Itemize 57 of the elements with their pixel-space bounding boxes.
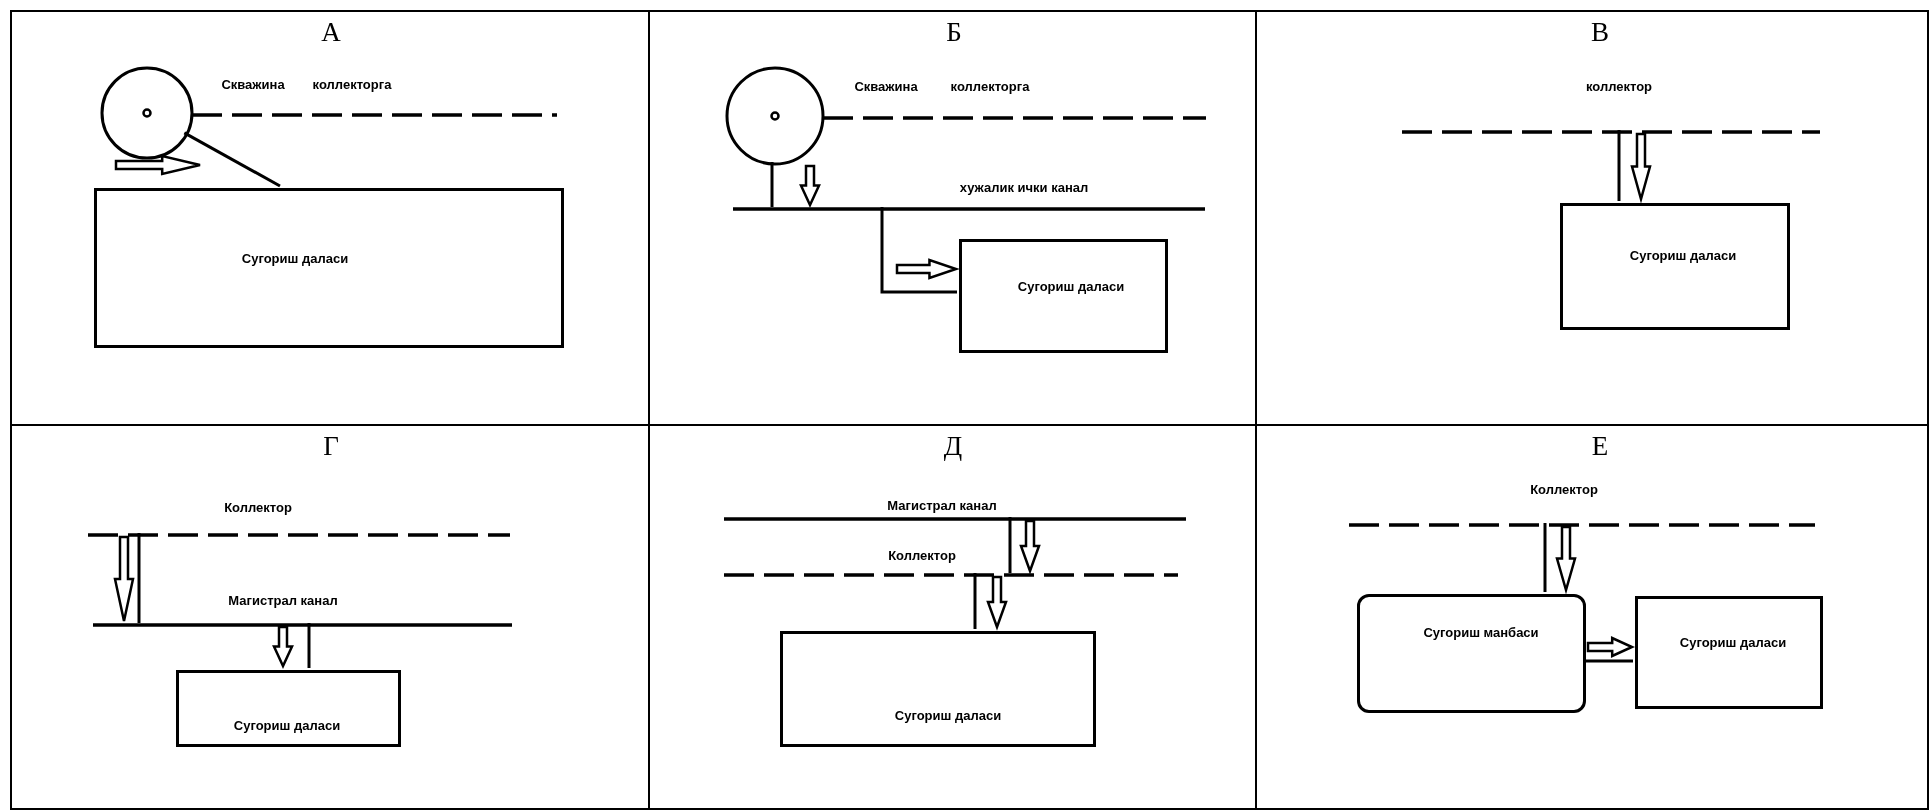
panel-letter: Г	[323, 432, 339, 460]
block-arrow	[986, 575, 1008, 631]
field-box	[1635, 596, 1823, 709]
well-icon	[725, 66, 825, 166]
block-arrow	[895, 258, 960, 280]
block-arrow	[1019, 519, 1041, 575]
line-label: коллекторга	[312, 77, 392, 91]
pipe-line	[183, 131, 281, 188]
pipe-line	[137, 533, 141, 623]
line-label: Коллектор	[1530, 482, 1598, 496]
pipe-line	[1008, 517, 1012, 573]
line-label: Скважина	[221, 77, 285, 91]
line-label: коллектор	[1585, 79, 1653, 93]
line-label: коллекторга	[950, 79, 1030, 93]
pipe-line	[770, 162, 774, 207]
field-box	[959, 239, 1168, 353]
panel-letter: Д	[943, 432, 963, 460]
block-arrow	[799, 164, 821, 208]
field-box	[780, 631, 1096, 747]
block-arrow	[113, 535, 135, 623]
line-label: Магистрал канал	[887, 498, 997, 512]
panel-letter: Б	[946, 18, 962, 46]
panel-letter: В	[1591, 18, 1609, 46]
box-label: Сугориш манбаси	[1423, 625, 1539, 639]
line-label: Скважина	[854, 79, 918, 93]
box-label: Сугориш даласи	[1017, 279, 1125, 293]
line-label: Коллектор	[888, 548, 956, 562]
source-box	[1357, 594, 1586, 713]
panel	[1255, 10, 1929, 426]
block-arrow	[1630, 132, 1652, 204]
panel-letter: А	[321, 18, 341, 46]
line-label: хужалик ички канал	[959, 180, 1089, 194]
box-label: Сугориш даласи	[894, 708, 1002, 722]
field-box	[176, 670, 401, 747]
block-arrow	[1586, 636, 1636, 658]
field-box	[1560, 203, 1790, 330]
box-label: Сугориш даласи	[241, 251, 349, 265]
panel	[10, 424, 650, 810]
block-arrow	[272, 625, 294, 669]
pipe-line	[1584, 659, 1633, 663]
pipe-line	[1543, 523, 1547, 592]
panel-letter: Е	[1591, 432, 1609, 460]
well-icon	[100, 66, 194, 160]
box-label: Сугориш даласи	[1679, 635, 1787, 649]
pipe-line	[880, 207, 957, 294]
box-label: Сугориш даласи	[1629, 248, 1737, 262]
panel	[1255, 424, 1929, 810]
panel	[10, 10, 650, 426]
block-arrow	[114, 154, 202, 176]
pipe-line	[973, 573, 977, 629]
block-arrow	[1555, 525, 1577, 595]
box-label: Сугориш даласи	[233, 718, 341, 732]
line-label: Коллектор	[224, 500, 292, 514]
field-box	[94, 188, 564, 348]
line-label: Магистрал канал	[228, 593, 338, 607]
pipe-line	[307, 623, 311, 668]
pipe-line	[1617, 130, 1621, 201]
